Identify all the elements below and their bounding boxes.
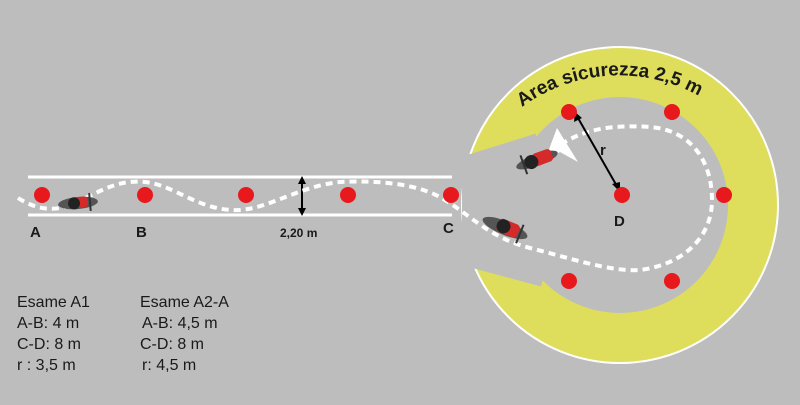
cone-circle-4	[561, 273, 577, 289]
cone-circle-3	[716, 187, 732, 203]
point-label-c: C	[443, 220, 454, 237]
motorcycle-icon	[516, 149, 558, 175]
radius-label: r	[600, 142, 606, 159]
point-label-b: B	[136, 224, 147, 241]
legend-a2a: Esame A2-A A-B: 4,5 m C-D: 8 m r: 4,5 m	[140, 292, 280, 376]
cones	[34, 104, 732, 289]
safety-area-ring	[458, 46, 779, 364]
cone-circle-2	[664, 104, 680, 120]
lane-width-label: 2,20 m	[280, 226, 317, 240]
cone-a	[34, 187, 50, 203]
cone-circle-1	[561, 104, 577, 120]
legend-a1: Esame A1 A-B: 4 m C-D: 8 m r : 3,5 m	[17, 292, 140, 376]
legend-a1-line: r : 3,5 m	[17, 357, 76, 374]
lane-boundaries	[28, 175, 452, 217]
cone-d	[614, 187, 630, 203]
cone-lane-4	[340, 187, 356, 203]
legend-a1-title: Esame A1	[17, 294, 90, 311]
cone-c	[443, 187, 459, 203]
legend-a2a-line: r: 4,5 m	[142, 357, 197, 374]
point-label-d: D	[614, 213, 625, 230]
legend-a2a-title: Esame A2-A	[140, 294, 229, 311]
motorcycle-icon	[58, 192, 98, 212]
cone-circle-5	[664, 273, 680, 289]
legend-a1-line: A-B: 4 m	[17, 315, 80, 332]
cone-lane-3	[238, 187, 254, 203]
lane-width-dimension	[298, 176, 306, 216]
legend-a2a-line: C-D: 8 m	[140, 336, 204, 353]
legend-a1-line: C-D: 8 m	[17, 336, 81, 353]
cone-b	[137, 187, 153, 203]
exam-legend: Esame A1 A-B: 4 m C-D: 8 m r : 3,5 m Esa…	[17, 292, 280, 376]
motorcycle-icon	[482, 216, 528, 244]
point-label-a: A	[30, 224, 41, 241]
legend-a2a-line: A-B: 4,5 m	[142, 315, 218, 332]
